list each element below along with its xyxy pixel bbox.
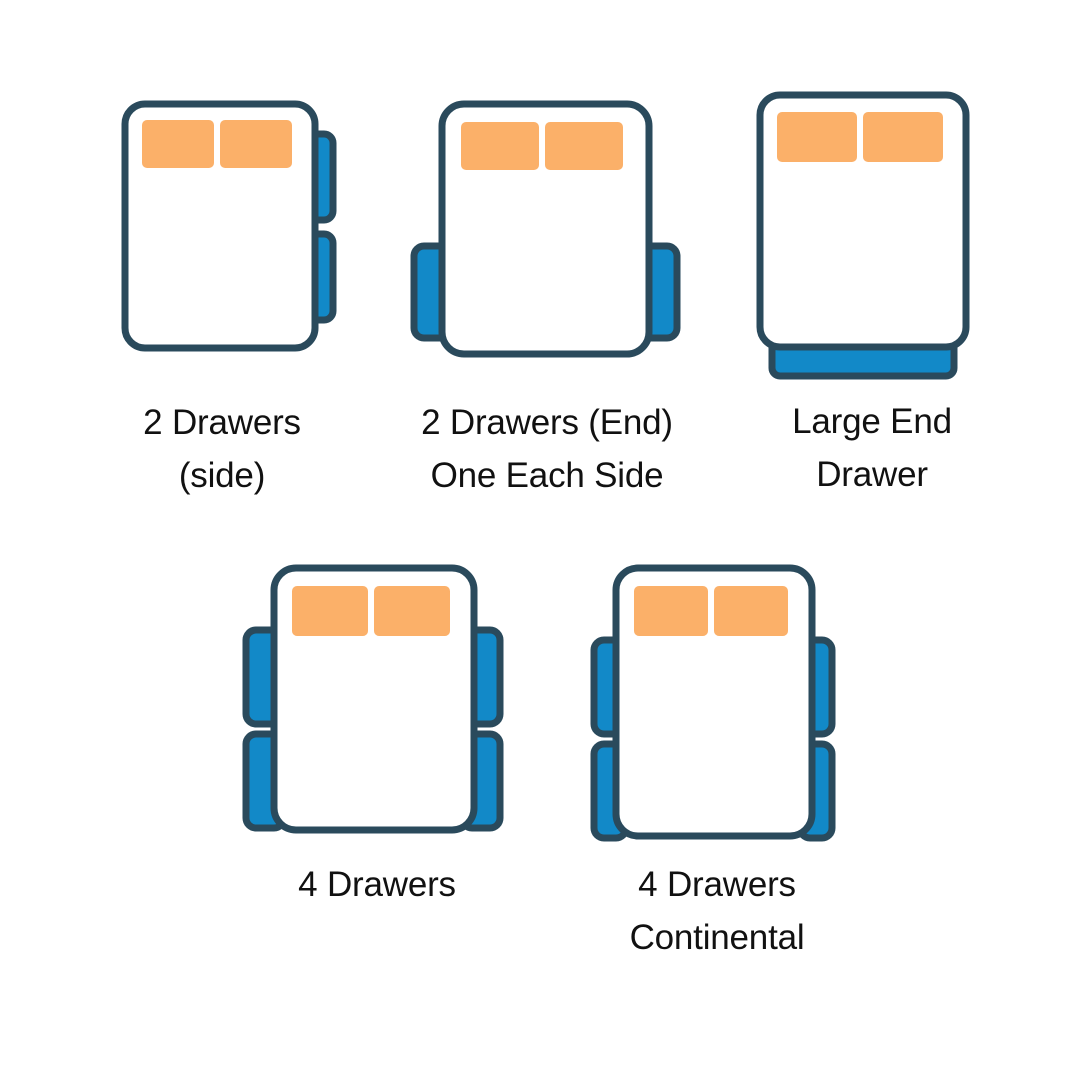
bed-option-label: 4 Drawers Continental (629, 865, 805, 958)
bed-illustration-2-drawers-side (62, 86, 382, 391)
pillow-right (220, 120, 292, 168)
bed-illustration-2-drawers-end (382, 86, 712, 391)
pillow-left (292, 586, 368, 636)
bed-option-2-drawers-side[interactable]: 2 Drawers (side) (62, 86, 382, 506)
pillow-left (461, 122, 539, 170)
pillow-left (777, 112, 857, 162)
pillow-right (714, 586, 788, 636)
bed-option-label: 2 Drawers (End) One Each Side (421, 403, 673, 496)
bed-option-label: 2 Drawers (side) (143, 403, 301, 496)
bed-illustration-large-end-drawer (722, 70, 1022, 395)
pillow-right (863, 112, 943, 162)
bed-illustration-4-drawers-continental (552, 548, 882, 853)
bed-option-label: Large End Drawer (792, 402, 952, 495)
pillow-left (142, 120, 214, 168)
pillow-left (634, 586, 708, 636)
bed-option-label: 4 Drawers (298, 865, 456, 904)
bed-option-4-drawers[interactable]: 4 Drawers (212, 548, 542, 968)
bed-illustration-4-drawers (212, 548, 542, 853)
bed-option-large-end-drawer[interactable]: Large End Drawer (722, 70, 1022, 500)
pillow-right (374, 586, 450, 636)
bed-option-4-drawers-continental[interactable]: 4 Drawers Continental (552, 548, 882, 968)
bed-option-2-drawers-end[interactable]: 2 Drawers (End) One Each Side (382, 86, 712, 506)
pillow-right (545, 122, 623, 170)
